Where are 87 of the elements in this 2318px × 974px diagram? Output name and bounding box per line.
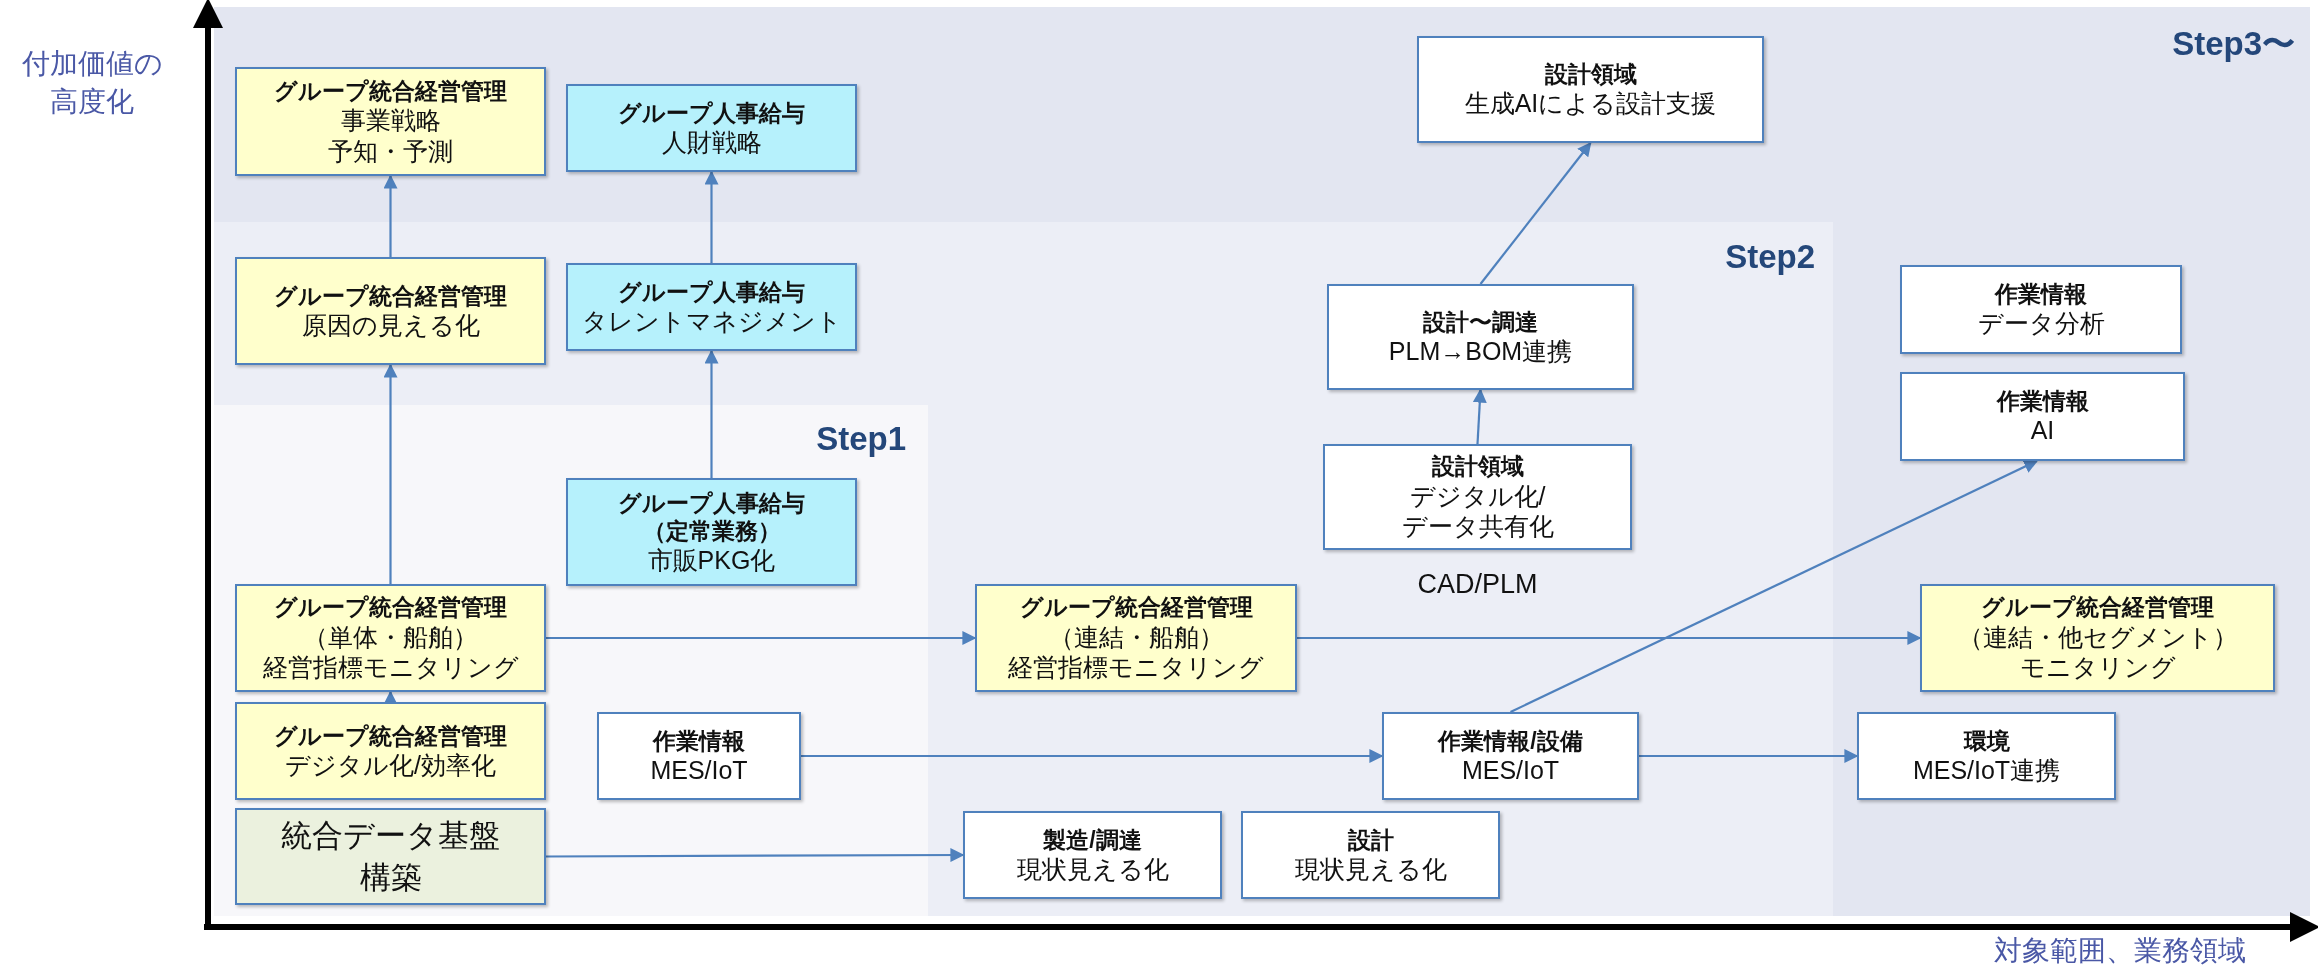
arrow (546, 631, 977, 645)
box-heading: 作業情報/設備 (1438, 726, 1583, 755)
box-text: 事業戦略 (340, 105, 441, 136)
arrow (704, 170, 719, 263)
box-text: デジタル化/効率化 (285, 749, 496, 781)
box-text: 統合データ基盤構築 (280, 816, 501, 897)
box-text: MES/IoT連携 (1912, 754, 2061, 786)
box-text: デジタル化/ (1409, 480, 1546, 511)
box-heading: グループ統合経営管理 (1019, 593, 1253, 622)
process-box (963, 811, 1222, 899)
box-heading: 環境 (1963, 726, 2010, 755)
arrow (1297, 631, 1922, 645)
box-text: 経営指標モニタリング (262, 652, 519, 683)
process-box (235, 808, 546, 905)
arrow (1479, 141, 1592, 285)
process-box (1920, 584, 2275, 692)
arrow (801, 749, 1384, 763)
box-heading: 製造/調達 (1043, 825, 1142, 854)
box-text: （連結・船舶） (1048, 621, 1224, 652)
arrow (1472, 388, 1487, 445)
box-text: 経営指標モニタリング (1008, 652, 1264, 683)
box-heading: グループ統合経営管理 (1981, 593, 2214, 622)
box-heading: グループ統合経営管理 (274, 76, 507, 105)
box-text: データ共有化 (1401, 511, 1554, 542)
box-text: 人財戦略 (661, 126, 762, 158)
box-heading: グループ人事給与 (618, 488, 805, 517)
box-text: 予知・予測 (328, 135, 453, 166)
box-text: モニタリング (2019, 652, 2176, 683)
box-text: 現状見える化 (1016, 853, 1169, 885)
process-box (597, 712, 801, 800)
process-box (1241, 811, 1500, 899)
box-heading: 設計 (1347, 825, 1394, 854)
process-box (235, 584, 546, 692)
axis-label: 対象範囲、業務領域 (1993, 934, 2247, 968)
step-band (214, 405, 928, 916)
box-text: MES/IoT (650, 754, 748, 786)
process-box (235, 257, 546, 365)
box-text: タレントマネジメント (581, 305, 842, 337)
arrow (1639, 749, 1859, 763)
step-label: Step1 (816, 420, 906, 458)
box-heading: グループ統合経営管理 (274, 281, 507, 310)
step-band (214, 222, 1833, 916)
box-text: 市販PKG化 (647, 544, 776, 576)
box-heading: 作業情報 (1995, 280, 2087, 309)
process-box (566, 263, 857, 351)
process-box (1323, 444, 1632, 550)
box-text: （連結・他セグメント） (1957, 621, 2238, 652)
box-text: PLM→BOM連携 (1388, 335, 1573, 367)
arrow (704, 349, 719, 478)
box-heading: （定常業務） (642, 516, 781, 545)
box-heading: グループ人事給与 (618, 98, 805, 127)
box-text: データ分析 (1977, 308, 2105, 339)
box-heading: 設計〜調達 (1423, 307, 1538, 336)
caption-text: CAD/PLM (1416, 568, 1539, 601)
box-heading: グループ人事給与 (618, 277, 805, 306)
process-box (1857, 712, 2116, 800)
step-label: Step2 (1725, 238, 1815, 276)
axis-label: 付加価値の高度化 (20, 47, 164, 119)
box-heading: グループ統合経営管理 (274, 593, 507, 622)
arrow (383, 690, 398, 705)
process-box (235, 67, 546, 176)
process-box (1900, 372, 2185, 461)
box-text: AI (2030, 415, 2055, 446)
process-box (235, 702, 546, 800)
arrow (1510, 460, 2039, 713)
box-heading: 設計領域 (1431, 452, 1524, 481)
arrow (383, 174, 398, 257)
step-label: Step3〜 (2172, 24, 2295, 64)
box-text: 現状見える化 (1294, 853, 1447, 885)
process-box (1900, 265, 2182, 354)
process-box (566, 84, 857, 172)
box-heading: 作業情報 (653, 726, 745, 755)
box-heading: グループ統合経営管理 (274, 721, 507, 750)
step-band (214, 7, 2310, 916)
box-text: MES/IoT (1461, 754, 1560, 786)
process-box (1382, 712, 1639, 800)
box-text: 原因の見える化 (301, 309, 480, 341)
process-box (566, 478, 857, 586)
arrow (546, 848, 965, 863)
box-heading: 作業情報 (1996, 387, 2089, 416)
arrow (383, 363, 398, 584)
box-heading: 設計領域 (1544, 60, 1637, 89)
box-text: （単体・船舶） (303, 621, 478, 652)
process-box (975, 584, 1297, 692)
box-text: 生成AIによる設計支援 (1464, 88, 1717, 119)
process-box (1417, 36, 1764, 143)
process-box (1327, 284, 1634, 390)
